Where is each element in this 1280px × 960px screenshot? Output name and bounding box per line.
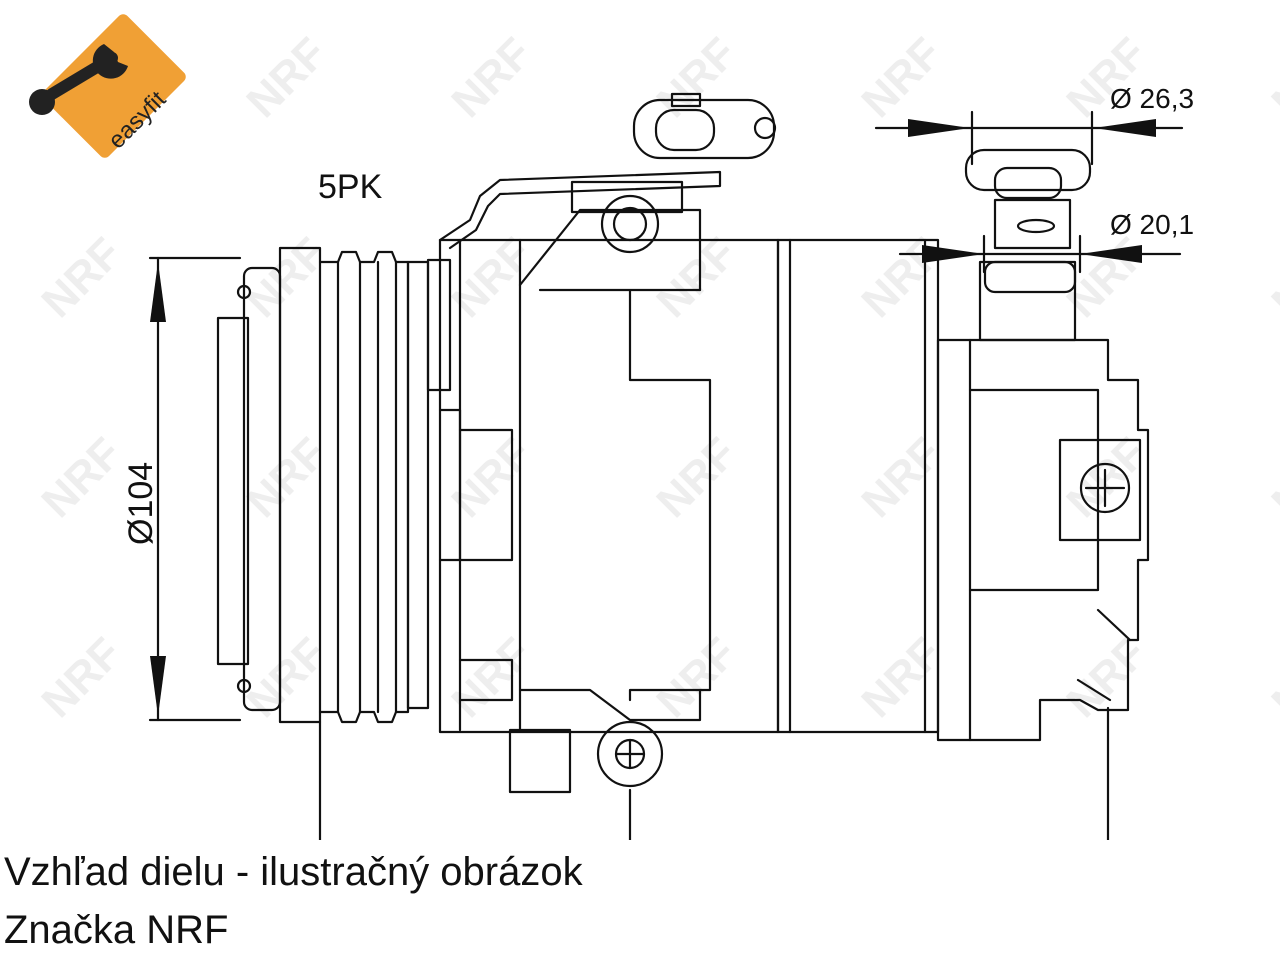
nrf-watermark: NRF (442, 428, 541, 527)
dimension-port-inner: Ø 20,1 (1110, 209, 1194, 240)
nrf-watermark: NRF (647, 28, 746, 127)
nrf-watermark: NRF (237, 428, 336, 527)
nrf-watermark: NRF (647, 628, 746, 727)
nrf-watermark: NRF (1262, 28, 1280, 127)
nrf-watermark: NRF (647, 428, 746, 527)
nrf-watermark: NRF (32, 628, 131, 727)
belt-label: 5PK (318, 168, 383, 206)
nrf-watermark: NRF (1262, 628, 1280, 727)
nrf-watermark: NRF (852, 428, 951, 527)
nrf-watermark: NRF (442, 628, 541, 727)
nrf-watermark: NRF (1057, 228, 1156, 327)
nrf-watermark: NRF (32, 428, 131, 527)
dimension-diameter-main: Ø104 (122, 462, 160, 545)
nrf-watermark: NRF (852, 628, 951, 727)
nrf-watermark: NRF (1262, 428, 1280, 527)
nrf-watermark: NRF (237, 28, 336, 127)
nrf-watermark: NRF (442, 28, 541, 127)
nrf-watermark: NRF (852, 228, 951, 327)
nrf-watermark: NRF (852, 28, 951, 127)
nrf-watermark: NRF (32, 228, 131, 327)
nrf-watermark: NRF (237, 228, 336, 327)
nrf-watermark: NRF (647, 228, 746, 327)
nrf-watermark: NRF (1057, 628, 1156, 727)
caption-brand: Značka NRF (4, 908, 229, 952)
dimension-port-outer: Ø 26,3 (1110, 83, 1194, 114)
dimension-lines (148, 110, 1184, 722)
easyfit-logo: easyfit (29, 14, 186, 158)
nrf-watermark: NRF (1262, 228, 1280, 327)
compressor-outline (216, 92, 1150, 840)
caption-illustrative-image: Vzhľad dielu - ilustračný obrázok (4, 850, 583, 894)
compressor-technical-drawing: NRF NRF NRF NRF NRF NRF NRF NRF NRF NRF NRF NRF NRF N… (29, 14, 1280, 840)
